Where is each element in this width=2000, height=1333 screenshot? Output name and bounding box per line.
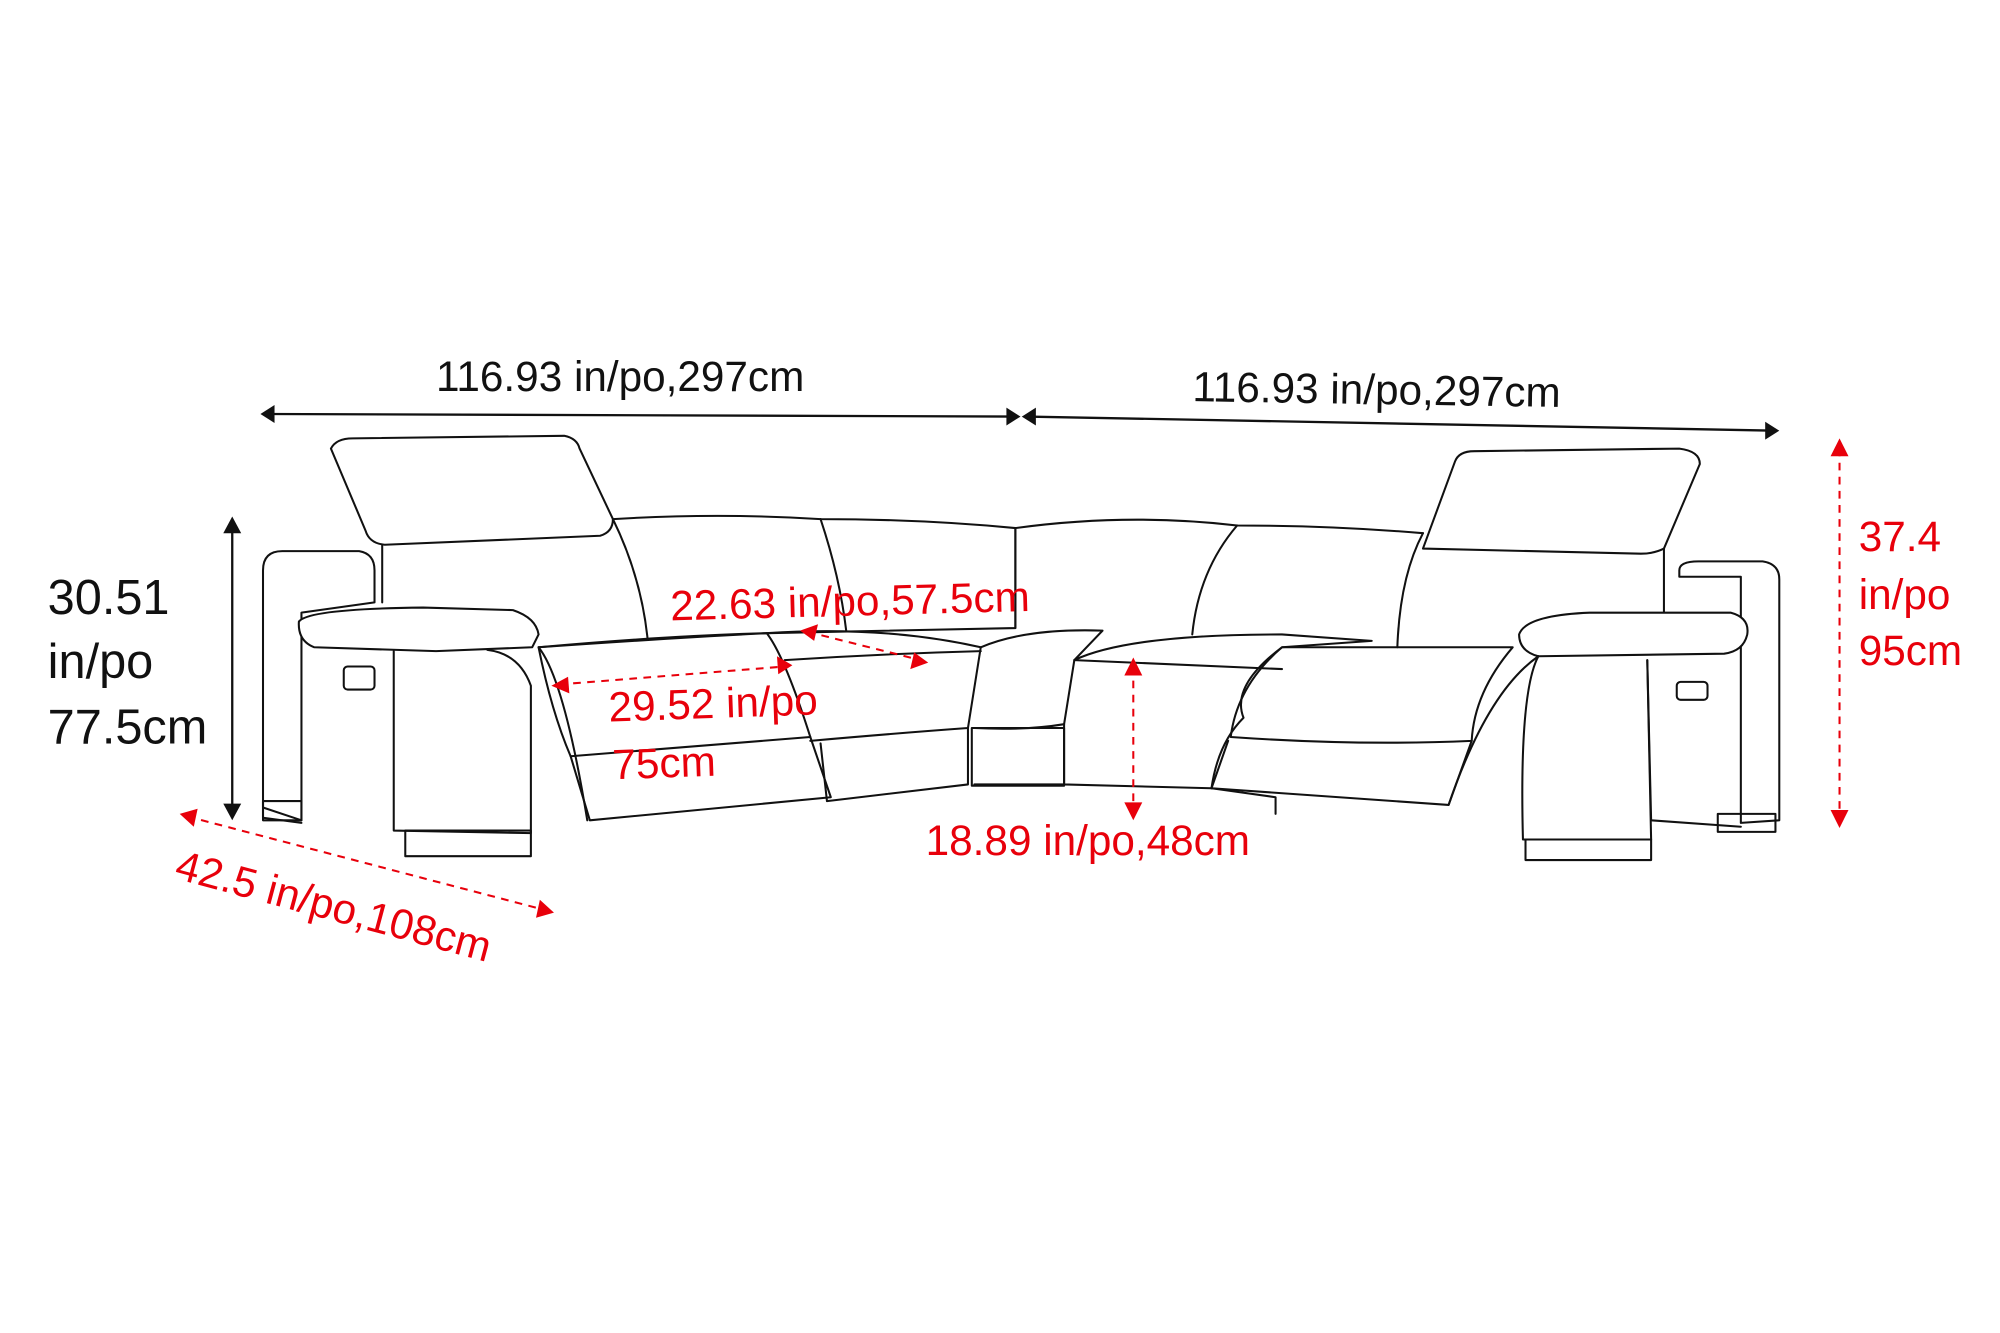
right-arm <box>1678 560 1781 824</box>
left-width-label: 116.93 in/po,297cm <box>436 353 804 400</box>
total-height-label-1: 37.4 <box>1859 513 1941 560</box>
left-headrest <box>329 434 614 546</box>
arm-height-label-3: 77.5cm <box>48 700 208 754</box>
seat-width-label: 22.63 in/po,57.5cm <box>670 573 1031 629</box>
seat-depth-label-2: 75cm <box>612 738 717 789</box>
right-headrest <box>1421 447 1701 555</box>
arm-height-label-1: 30.51 <box>48 571 170 625</box>
seat-height-label: 18.89 in/po,48cm <box>926 817 1250 864</box>
right-width-label: 116.93 in/po,297cm <box>1192 363 1561 416</box>
arm-height-label-2: in/po <box>48 635 154 689</box>
seat-depth-label-1: 29.52 in/po <box>608 676 819 730</box>
total-depth-label: 42.5 in/po,108cm <box>171 841 497 970</box>
left-arm <box>261 550 376 822</box>
red-dimension-lines <box>179 438 1849 918</box>
total-height-label-3: 95cm <box>1859 627 1962 674</box>
width-dimension-lines <box>223 405 1780 821</box>
total-height-label-2: in/po <box>1859 571 1951 618</box>
sectional-sofa-drawing <box>261 434 1781 862</box>
